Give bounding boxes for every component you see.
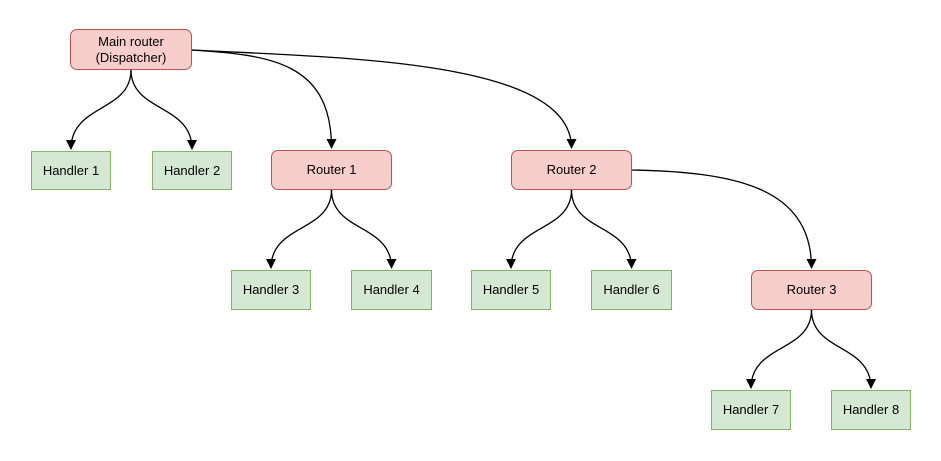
node-router-1: Router 1 [271,150,392,190]
node-handler-4: Handler 4 [351,270,432,310]
edge-main-to-router-2 [191,49,577,149]
edge-router-3-to-handler-7 [746,309,813,389]
edge-router-3-to-handler-8 [810,309,876,389]
edge-router-2-to-handler-6 [570,189,637,269]
node-handler-8: Handler 8 [831,390,911,430]
edge-main-to-handler-1 [66,69,132,150]
node-handler-3: Handler 3 [231,270,311,310]
node-handler-2: Handler 2 [152,151,232,190]
node-handler-6: Handler 6 [591,270,672,310]
node-router-2: Router 2 [511,150,632,190]
edge-main-to-handler-2 [130,69,197,150]
edge-router-1-to-handler-3 [266,189,333,269]
node-handler-7: Handler 7 [711,390,791,430]
node-handler-5: Handler 5 [471,270,551,310]
edge-router-2-to-handler-5 [506,189,573,269]
edge-router-1-to-handler-4 [330,189,397,269]
edge-main-to-router-1 [191,49,337,149]
node-router-3: Router 3 [751,270,872,310]
node-handler-1: Handler 1 [31,151,111,190]
edge-router-2-to-router-3 [631,169,817,269]
node-main-router: Main router (Dispatcher) [70,29,192,70]
